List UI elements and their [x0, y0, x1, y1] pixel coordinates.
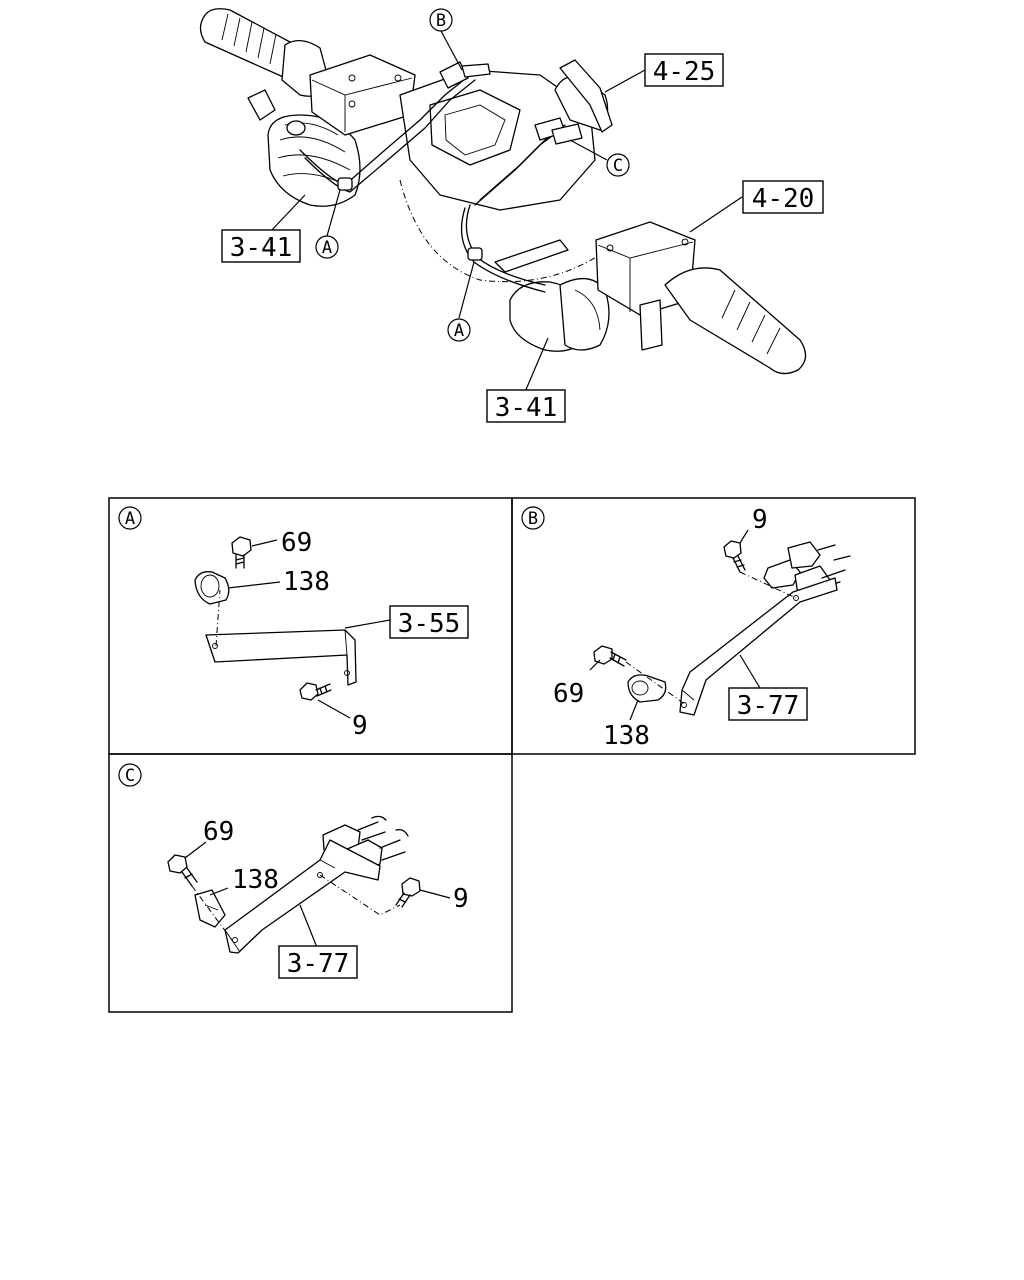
main-leader-lines [269, 30, 743, 393]
ref-box-4-25: 4-25 [644, 53, 724, 87]
svg-text:4-20: 4-20 [752, 184, 815, 214]
detail-b-clip-138-label: 138 [603, 721, 650, 751]
axle-illustration [199, 8, 807, 375]
detail-c-marker: C [118, 763, 142, 787]
svg-text:C: C [125, 766, 135, 786]
callout-a-left: A [315, 235, 339, 259]
svg-text:B: B [528, 509, 538, 529]
detail-a-clip-138-label: 138 [283, 567, 330, 597]
detail-b-bolt-9-label: 9 [752, 505, 768, 535]
detail-a-ref-box: 3-55 [389, 605, 469, 639]
detail-a-bolt-69-label: 69 [281, 528, 312, 558]
bolt-69-icon [231, 536, 252, 569]
bolt-9-icon [723, 540, 746, 573]
bolt-9-icon [395, 877, 421, 908]
svg-text:B: B [436, 11, 446, 31]
callout-a-bottom: A [447, 318, 471, 342]
detail-b-bolt-69-label: 69 [553, 679, 584, 709]
detail-b: B [521, 505, 851, 751]
bolt-69-icon [593, 645, 627, 667]
bracket-3-55 [205, 629, 357, 686]
svg-text:3-41: 3-41 [230, 233, 293, 263]
bracket-3-77 [224, 839, 381, 954]
detail-c: C [118, 763, 469, 979]
svg-text:3-55: 3-55 [398, 609, 461, 639]
callout-b: B [429, 8, 453, 32]
ref-box-3-41-left: 3-41 [221, 229, 301, 263]
svg-text:3-77: 3-77 [737, 691, 800, 721]
clip-138-icon [194, 571, 230, 605]
clip-138-icon [194, 889, 226, 928]
detail-a-bolt-9-label: 9 [352, 711, 368, 741]
svg-text:3-41: 3-41 [495, 393, 558, 423]
bolt-69-icon [167, 854, 198, 887]
ref-box-3-41-bottom: 3-41 [486, 389, 566, 423]
svg-text:A: A [322, 238, 332, 258]
clip-138-icon [627, 674, 667, 703]
detail-b-marker: B [521, 506, 545, 530]
detail-c-bolt-9-label: 9 [453, 884, 469, 914]
svg-text:4-25: 4-25 [653, 57, 716, 87]
svg-text:A: A [125, 509, 135, 529]
detail-b-ref-box: 3-77 [728, 687, 808, 721]
detail-a: A 69 138 9 [118, 506, 469, 741]
svg-text:3-77: 3-77 [287, 949, 350, 979]
callout-c: C [606, 153, 630, 177]
detail-c-ref-box: 3-77 [278, 945, 358, 979]
detail-c-bolt-69-label: 69 [203, 817, 234, 847]
svg-text:A: A [454, 321, 464, 341]
detail-panel-frames [108, 497, 916, 1013]
svg-text:C: C [613, 156, 623, 176]
bolt-9-icon [299, 682, 332, 701]
detail-a-marker: A [118, 506, 142, 530]
ref-box-4-20: 4-20 [742, 180, 824, 214]
detail-c-clip-138-label: 138 [232, 865, 279, 895]
